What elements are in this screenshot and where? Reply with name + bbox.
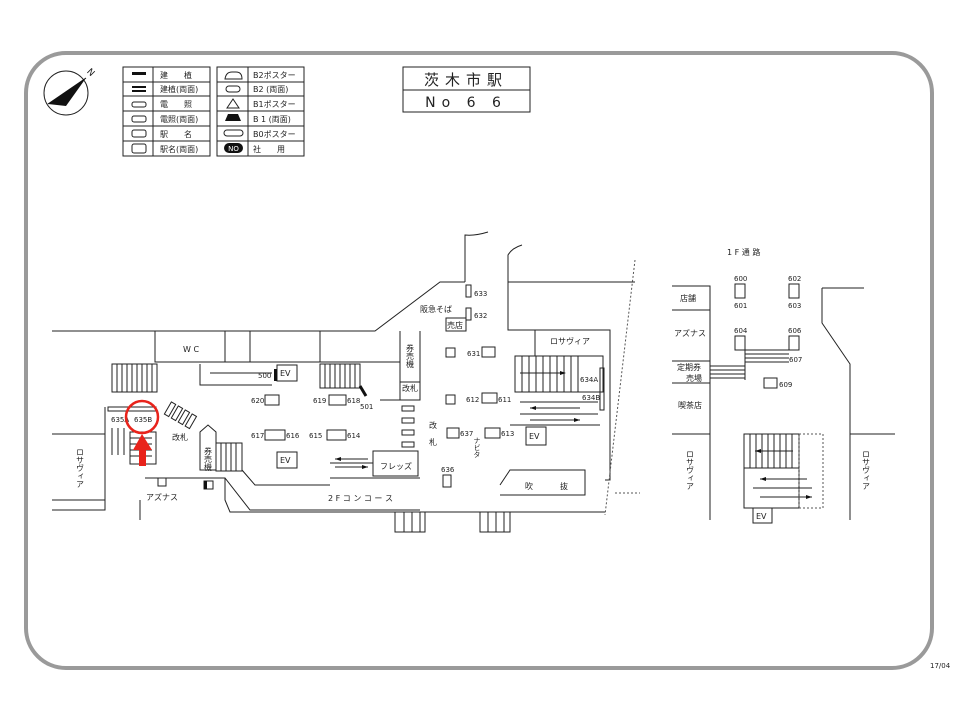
spot-633: 633 (474, 290, 487, 298)
legend-table-right: NO B2ポスター B2 (両面) B1ポスター B 1 (両面) B0ポスター… (216, 66, 305, 157)
station-number: No 6 6 (425, 95, 507, 111)
ticket-gate-label: 改札 (172, 432, 188, 442)
spot-labels: 500 501 620 619 618 617 616 615 614 635A… (111, 275, 802, 474)
wc-label: W C (183, 345, 199, 354)
legend-label: 建植(両面) (160, 84, 198, 94)
elevator-label: EV (756, 512, 767, 521)
floor-plan-2f (52, 231, 640, 533)
legend-label: 社 用 (253, 144, 285, 154)
legend-label: 駅名(両面) (160, 144, 198, 154)
elevator-label: EV (529, 432, 540, 441)
page-code: 17/04 (930, 662, 951, 670)
atrium-label-1: 吹 (525, 481, 533, 491)
legend-label: B2ポスター (253, 71, 296, 80)
rosavia-label: ロサヴィア (76, 448, 85, 488)
spot-618: 618 (347, 397, 360, 405)
area-labels: W C 改札 券売機 ロサヴィア アズナス 2 F コ ン コ ー ス フレッズ… (76, 247, 871, 521)
spot-615: 615 (309, 432, 322, 440)
legend-label: 電照(両面) (160, 115, 198, 124)
ticket-machine-label: 券売機 (204, 446, 213, 472)
spot-634A: 634A (580, 376, 598, 384)
spot-614: 614 (347, 432, 361, 440)
shop-label: 店舗 (680, 293, 696, 303)
rosavia-right-a-label: ロサヴィア (686, 450, 695, 490)
ticket-gate-mid-2: 札 (429, 437, 437, 447)
legend-table-left: 建 植 建植(両面) 電 照 電照(両面) 駅 名 駅名(両面) (122, 66, 211, 157)
spot-600: 600 (734, 275, 747, 283)
legend-label: B2 (両面) (253, 85, 288, 94)
freds-label: フレッズ (380, 461, 412, 471)
rosavia-right-b-label: ロサヴィア (862, 450, 871, 490)
floor-plan-1f (672, 283, 895, 524)
spot-634B: 634B (582, 394, 600, 402)
kiosk-label: 売店 (447, 320, 463, 330)
pass-office-label-2: 売場 (686, 373, 702, 383)
atrium-label-2: 抜 (560, 481, 568, 491)
legend-label: B0ポスター (253, 130, 296, 139)
legend-label: 建 植 (160, 70, 192, 80)
concourse-label: 2 F コ ン コ ー ス (328, 494, 393, 503)
highlight-circle (124, 399, 160, 435)
arrow-up-icon (133, 434, 152, 450)
highlight-arrow-shaft (139, 448, 146, 466)
cafe-label: 喫茶店 (678, 400, 702, 410)
legend-badge: NO (228, 145, 239, 153)
spot-604: 604 (734, 327, 748, 335)
hankyu-soba-label: 阪急そば (420, 304, 452, 314)
compass-icon: N (43, 67, 96, 116)
spot-609: 609 (779, 381, 792, 389)
spot-602: 602 (788, 275, 801, 283)
spot-631: 631 (467, 350, 480, 358)
spot-636: 636 (441, 466, 455, 474)
spot-637: 637 (460, 430, 473, 438)
navita-label: ナビタ (473, 437, 481, 458)
azunasu-right-label: アズナス (674, 328, 706, 338)
target-highlight (124, 399, 160, 466)
spot-612: 612 (466, 396, 479, 404)
spot-501: 501 (360, 403, 373, 411)
station-title-box: 茨木市駅 No 6 6 (402, 66, 531, 113)
legend-label: 電 照 (160, 100, 192, 109)
spot-635B: 635B (134, 416, 152, 424)
legend-label: 駅 名 (160, 129, 192, 139)
legend-label: B1ポスター (253, 100, 296, 109)
spot-613: 613 (501, 430, 514, 438)
station-name: 茨木市駅 (424, 71, 508, 89)
legend-label: B 1 (両面) (253, 115, 291, 124)
rosavia-center-label: ロサヴィア (550, 336, 590, 346)
spot-619: 619 (313, 397, 326, 405)
azunasu-label: アズナス (146, 492, 178, 502)
spot-606: 606 (788, 327, 802, 335)
elevator-label: EV (280, 456, 291, 465)
ticket-gate-center-label: 改札 (402, 383, 418, 393)
ticket-gate-mid-1: 改 (429, 420, 437, 430)
ticket-machine-center-label: 券売機 (406, 343, 415, 369)
elevator-label: EV (280, 369, 291, 378)
spot-632: 632 (474, 312, 487, 320)
spot-607: 607 (789, 356, 802, 364)
spot-601: 601 (734, 302, 747, 310)
spot-611: 611 (498, 396, 511, 404)
spot-635A: 635A (111, 416, 129, 424)
spot-617: 617 (251, 432, 264, 440)
spot-620: 620 (251, 397, 264, 405)
pass-office-label-1: 定期券 (677, 362, 701, 372)
spot-500: 500 (258, 372, 271, 380)
spot-616: 616 (286, 432, 300, 440)
compass-north-label: N (84, 67, 96, 79)
1f-corridor-label: 1 F 通 路 (727, 247, 760, 257)
spot-603: 603 (788, 302, 801, 310)
page-frame (24, 51, 934, 670)
